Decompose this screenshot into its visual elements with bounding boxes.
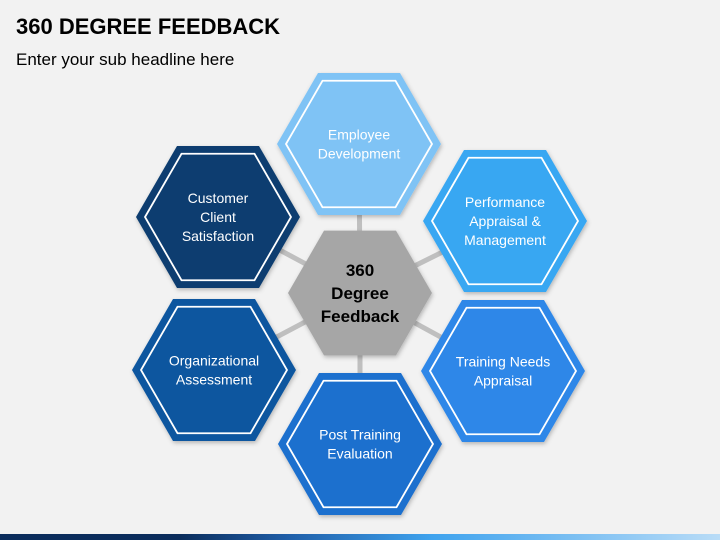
hex-performance-appraisal-label-line: Appraisal & — [469, 213, 541, 229]
hex-post-training-evaluation-label-line: Evaluation — [327, 446, 392, 462]
hex-customer-client-satisfaction-inner-border — [143, 152, 293, 282]
hex-center-360-degree-feedback-label-line: Feedback — [321, 307, 400, 326]
hex-training-needs-appraisal-label-line: Training Needs — [456, 354, 550, 370]
hex-performance-appraisal-shape — [423, 149, 587, 293]
hex-customer-client-satisfaction-label-line: Customer — [188, 190, 249, 206]
hex-performance-appraisal-inner-border — [430, 156, 580, 286]
hex-employee-development-inner-border — [284, 79, 434, 209]
hex-employee-development-label-line: Employee — [328, 127, 390, 143]
hex-training-needs-appraisal-shape — [421, 299, 585, 443]
hex-performance-appraisal-label-line: Management — [464, 232, 546, 248]
hex-organizational-assessment-label-line: Organizational — [169, 353, 259, 369]
hex-customer-client-satisfaction-label-line: Satisfaction — [182, 228, 254, 244]
hex-employee-development-label-line: Development — [318, 146, 401, 162]
hex-post-training-evaluation-inner-border — [285, 379, 435, 509]
hex-customer-client-satisfaction-label-line: Client — [200, 209, 236, 225]
hex-training-needs-appraisal-label-line: Appraisal — [474, 373, 532, 389]
hex-nodes: EmployeeDevelopmentPerformanceAppraisal … — [132, 72, 587, 516]
hex-training-needs-appraisal-inner-border — [428, 306, 578, 436]
hex-organizational-assessment-label-line: Assessment — [176, 372, 252, 388]
page-title: 360 DEGREE FEEDBACK — [16, 14, 281, 39]
hex-center-360-degree-feedback-shape — [288, 230, 432, 356]
hex-post-training-evaluation-label-line: Post Training — [319, 427, 401, 443]
hex-organizational-assessment-inner-border — [139, 305, 289, 435]
page-subtitle: Enter your sub headline here — [16, 50, 235, 69]
bottom-accent-bar — [0, 534, 720, 540]
hex-customer-client-satisfaction-shape — [136, 145, 300, 289]
hex-performance-appraisal-label-line: Performance — [465, 194, 545, 210]
hex-center-360-degree-feedback-label-line: 360 — [346, 261, 374, 280]
hex-organizational-assessment-shape — [132, 298, 296, 442]
hex-employee-development-shape — [277, 72, 441, 216]
hex-center-360-degree-feedback-label-line: Degree — [331, 284, 389, 303]
hex-post-training-evaluation-shape — [278, 372, 442, 516]
